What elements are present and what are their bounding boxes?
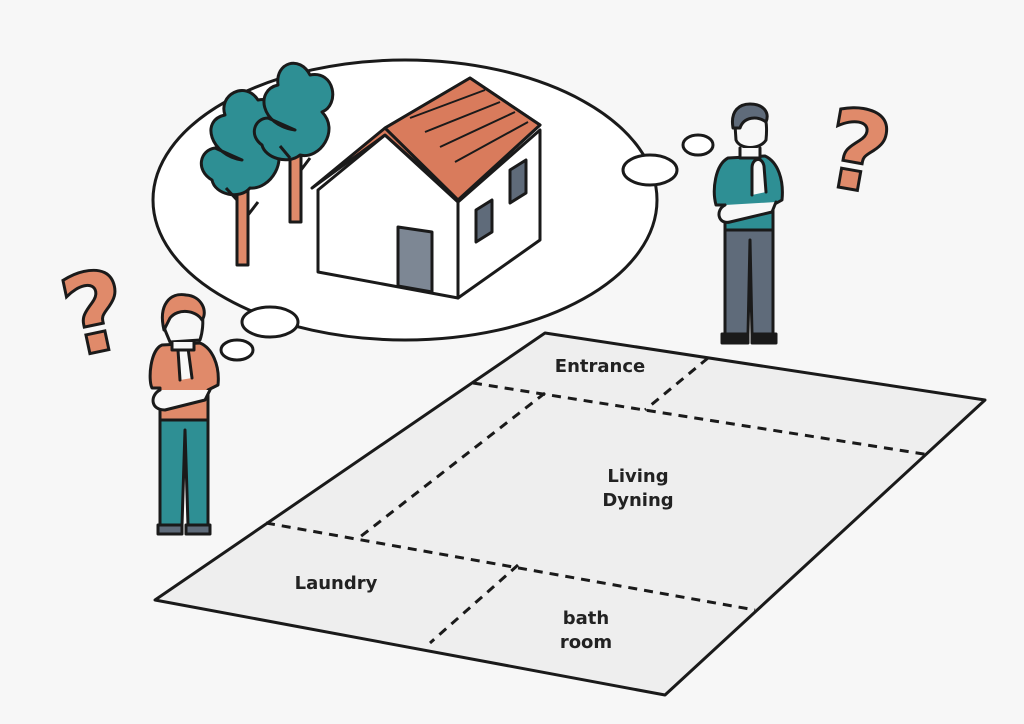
divider-living-bottom xyxy=(265,521,756,612)
door-icon xyxy=(396,225,434,294)
room-label-entrance: Entrance xyxy=(555,356,645,377)
room-label-living: Living xyxy=(607,466,668,487)
thought-bubble-dot-right-large xyxy=(621,153,679,187)
floor-plan-outline xyxy=(153,331,987,697)
window-icon xyxy=(474,198,494,244)
thought-bubble xyxy=(151,58,715,362)
window-icon xyxy=(508,158,528,205)
room-dividers xyxy=(265,356,931,645)
thought-bubble-dot-left-large xyxy=(240,305,300,339)
woman-figure xyxy=(148,293,220,536)
floor-plan: Entrance Living Dyning Laundry bath room xyxy=(153,331,987,697)
divider-entrance-bottom xyxy=(472,381,931,457)
divider-hall-left xyxy=(359,391,546,539)
room-label-laundry: Laundry xyxy=(295,573,378,594)
room-label-dining: Dyning xyxy=(602,490,673,511)
question-mark-right-icon: ? xyxy=(814,82,902,222)
thought-bubble-dot-right-small xyxy=(681,133,715,157)
divider-entrance-right xyxy=(644,356,709,412)
room-label-bath: bath xyxy=(563,608,609,629)
svg-text:?: ? xyxy=(50,244,139,382)
question-mark-left-icon: ? xyxy=(49,243,141,384)
room-label-room: room xyxy=(560,632,612,653)
thought-bubble-dot-left-small xyxy=(219,338,255,362)
divider-laundry-right xyxy=(429,563,519,645)
house-icon xyxy=(310,76,542,300)
man-figure xyxy=(712,102,784,345)
svg-text:?: ? xyxy=(815,83,900,220)
tree-icon xyxy=(252,61,335,224)
